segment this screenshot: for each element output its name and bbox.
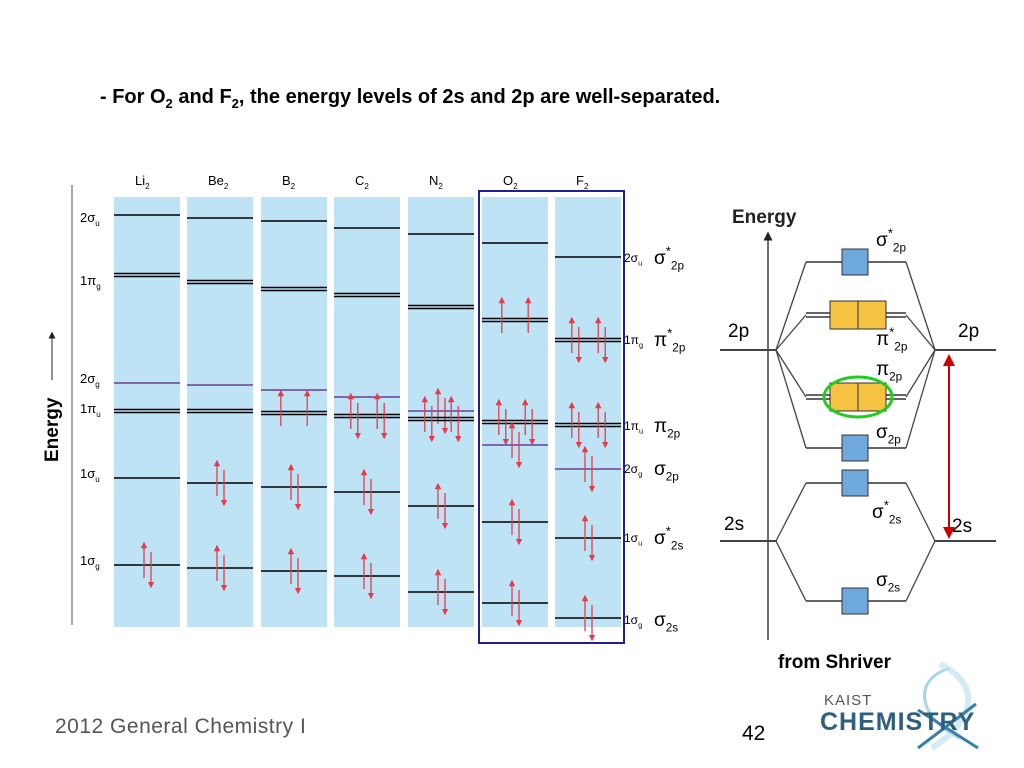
orbital-label-greek: π2p: [654, 416, 681, 441]
row-label-2: 2σg: [80, 371, 100, 389]
orbital-label-2: 1πu π2p: [624, 416, 681, 441]
orbital-box: [841, 434, 869, 462]
correlation-line: [775, 349, 807, 398]
correlation-line: [775, 349, 807, 449]
orbital-label-0: 2σu σ*2p: [624, 243, 684, 272]
orbital-label-3: 2σg σ2p: [624, 459, 679, 484]
orbital-label-1: 1πg π*2p: [624, 325, 686, 354]
molecule-label-c2: C2: [355, 173, 369, 191]
orbital-box: [857, 300, 887, 330]
molecule-label-o2: O2: [503, 173, 518, 191]
orbital-label-small: 1πg: [624, 333, 643, 350]
panel-c2: [334, 197, 400, 627]
label-2s-right: 2s: [952, 516, 972, 537]
orbital-label-5: 1σg σ2s: [624, 610, 678, 635]
correlation-line: [775, 261, 807, 351]
row-label-3: 1πu: [80, 401, 101, 419]
panel-f2: [555, 197, 621, 627]
source-credit: from Shriver: [778, 652, 891, 673]
molecule-label-be2: Be2: [208, 173, 229, 191]
orbital-label-small: 2σg: [624, 462, 642, 479]
orbital-box: [829, 300, 859, 330]
correlation-line: [905, 261, 936, 351]
label-2s-left: 2s: [724, 514, 744, 535]
label-2p-right: 2p: [958, 321, 979, 342]
kaist-chemistry-logo: KAIST CHEMISTRY: [820, 661, 979, 751]
right-orbital-label-4: σ*2s: [872, 497, 901, 526]
highlight-ring: [822, 375, 894, 419]
correlation-line: [775, 314, 807, 351]
footer-course-title: 2012 General Chemistry I: [55, 715, 307, 738]
correlation-line: [905, 540, 936, 602]
panel-o2: [482, 197, 548, 627]
orbital-box: [841, 587, 869, 615]
right-orbital-label-5: σ2s: [876, 570, 900, 595]
orbital-label-small: 1σg: [624, 613, 642, 630]
orbital-label-4: 1σu σ*2s: [624, 523, 683, 552]
correlation-line: [905, 349, 936, 449]
row-label-4: 1σu: [80, 466, 100, 484]
slide-title: - For O2 and F2, the energy levels of 2s…: [100, 86, 721, 111]
orbital-label-greek: σ2s: [654, 610, 678, 635]
orbital-label-greek: σ2p: [654, 459, 679, 484]
molecule-label-f2: F2: [576, 173, 589, 191]
correlation-line: [905, 349, 936, 398]
energy-axis-label: Energy: [42, 397, 63, 462]
orbital-label-small: 1σu: [624, 531, 642, 548]
right-orbital-label-2: π2p: [876, 359, 903, 384]
right-orbital-label-0: σ*2p: [876, 225, 906, 254]
logo-chemistry: CHEMISTRY: [820, 708, 975, 736]
row-label-1: 1πg: [80, 273, 101, 291]
orbital-box: [841, 248, 869, 276]
o2-f2-highlight-box: [478, 190, 625, 644]
row-label-0: 2σu: [80, 210, 100, 228]
orbital-label-greek: σ*2p: [654, 243, 684, 272]
correlation-line: [905, 482, 936, 542]
right-orbital-label-1: π*2p: [876, 324, 908, 353]
orbital-box: [857, 382, 887, 412]
right-energy-label: Energy: [732, 207, 797, 228]
correlation-line: [905, 314, 936, 351]
logo-kaist: KAIST: [824, 692, 872, 709]
right-orbital-label-3: σ2p: [876, 422, 901, 447]
molecule-label-n2: N2: [429, 173, 443, 191]
orbital-label-small: 1πu: [624, 419, 643, 436]
correlation-line: [775, 482, 807, 542]
panel-n2: [408, 197, 474, 627]
molecule-label-b2: B2: [282, 173, 296, 191]
label-2p-left: 2p: [728, 321, 749, 342]
molecule-label-li2: Li2: [135, 173, 150, 191]
correlation-line: [775, 540, 807, 602]
orbital-box: [829, 382, 859, 412]
page-number: 42: [742, 722, 766, 745]
row-label-5: 1σg: [80, 553, 100, 571]
orbital-box: [841, 469, 869, 497]
orbital-label-small: 2σu: [624, 251, 642, 268]
orbital-label-greek: σ*2s: [654, 523, 683, 552]
orbital-label-greek: π*2p: [654, 325, 686, 354]
